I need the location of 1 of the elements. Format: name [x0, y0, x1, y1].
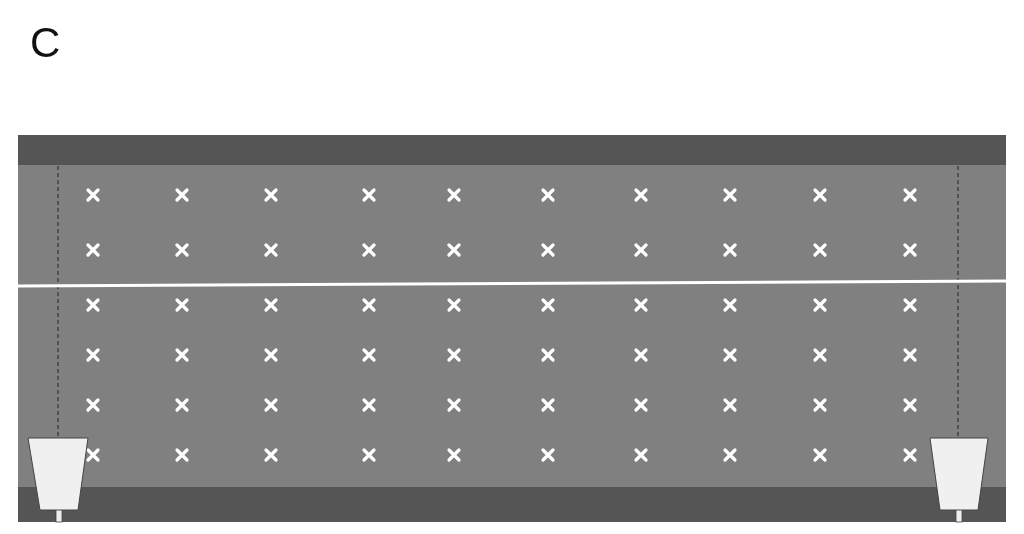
- panel-label: C: [30, 22, 61, 64]
